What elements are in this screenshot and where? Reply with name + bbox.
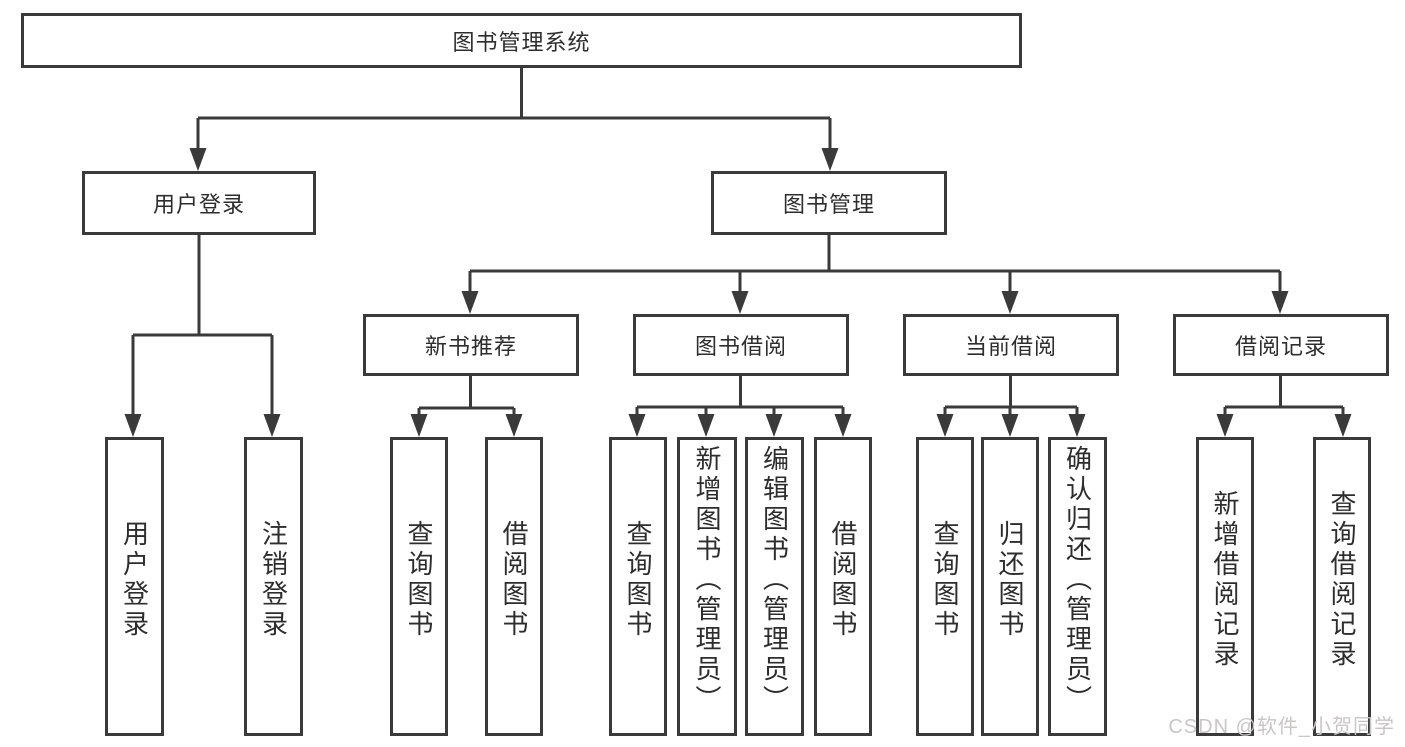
leaf-add-book-admin: 新增图书（管理员） [677,437,737,736]
leaf-borrow-books: 借阅图书 [814,437,872,736]
leaf-logout: 注销登录 [244,437,303,736]
leaf-query-books-borrow: 查询图书 [609,437,667,736]
node-new-book-recommendation: 新书推荐 [363,314,579,376]
node-book-management-branch: 图书管理 [711,171,947,235]
leaf-borrow-books-recommend: 借阅图书 [485,437,543,736]
leaf-user-login: 用户登录 [105,437,164,736]
leaf-query-books-recommend: 查询图书 [390,437,448,736]
node-library-management-system: 图书管理系统 [21,13,1022,68]
node-book-borrowing: 图书借阅 [633,314,849,376]
leaf-confirm-return-admin: 确认归还（管理员） [1048,437,1107,736]
leaf-edit-book-admin: 编辑图书（管理员） [745,437,804,736]
node-current-borrowing: 当前借阅 [903,314,1119,376]
node-borrowing-records: 借阅记录 [1173,314,1389,376]
leaf-query-books-current: 查询图书 [916,437,974,736]
node-user-login-branch: 用户登录 [82,171,316,235]
leaf-query-borrow-record: 查询借阅记录 [1313,437,1371,736]
leaf-return-book: 归还图书 [981,437,1039,736]
leaf-add-borrow-record: 新增借阅记录 [1196,437,1254,736]
csdn-watermark: CSDN @软件_小贺同学 [1168,716,1395,738]
